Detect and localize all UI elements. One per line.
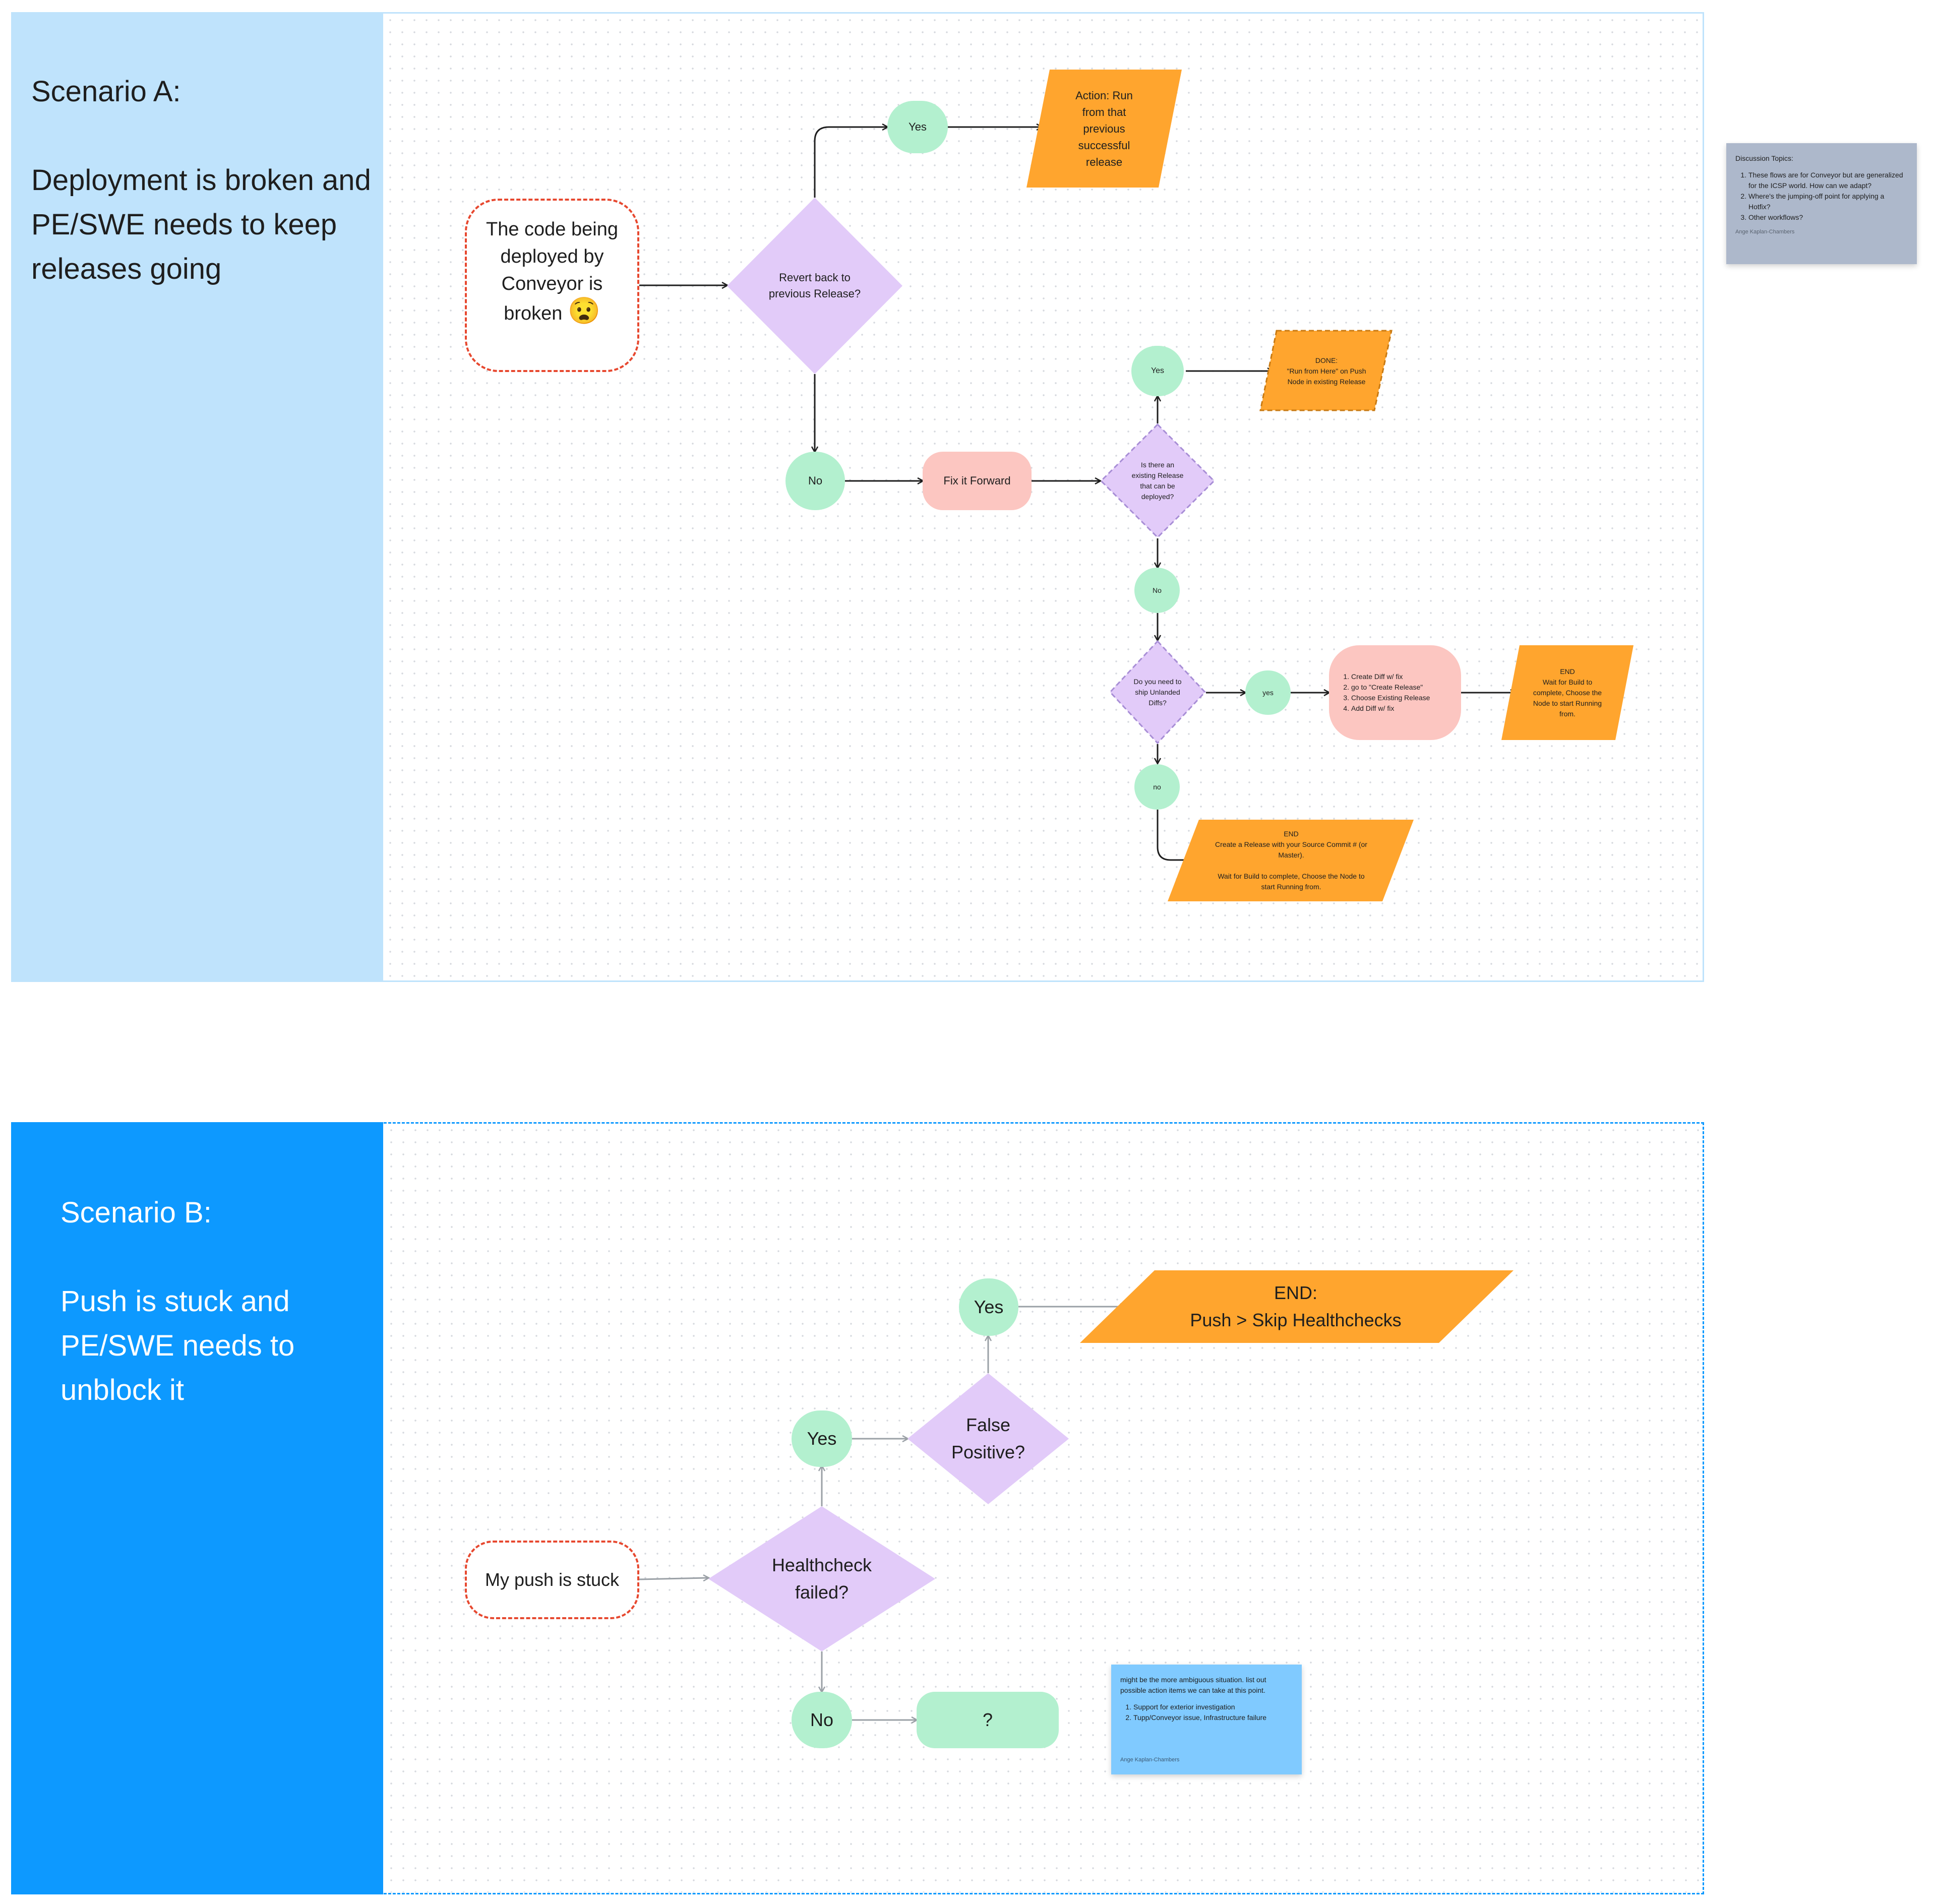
- existing-release-decision-diamond[interactable]: [1100, 423, 1216, 539]
- scenario-b-yes-1[interactable]: Yes: [792, 1410, 852, 1467]
- scenario-a-start-text: The code being deployed by Conveyor is b…: [486, 219, 618, 324]
- end-skip-healthchecks-parallelogram[interactable]: [1080, 1270, 1514, 1343]
- connector-push-to-healthcheck: [639, 1578, 708, 1579]
- discussion-note-item: These flows are for Conveyor but are gen…: [1748, 170, 1908, 191]
- ship-unlanded-decision-label: Do you need to ship Unlanded Diffs?: [1133, 677, 1182, 707]
- step-item: Add Diff w/ fix: [1351, 703, 1430, 714]
- end-skip-healthchecks-label: END: Push > Skip Healthchecks: [1190, 1282, 1402, 1330]
- scenario-a-yes-2[interactable]: Yes: [1131, 346, 1184, 396]
- scenario-a-yes-3[interactable]: yes: [1245, 670, 1291, 715]
- scenario-a-no-1[interactable]: No: [785, 452, 845, 510]
- scenario-a-no-3[interactable]: no: [1134, 764, 1180, 810]
- ambiguous-note-item: Tupp/Conveyor issue, Infrastructure fail…: [1133, 1712, 1293, 1723]
- scenario-a-yes-1[interactable]: Yes: [887, 101, 948, 153]
- healthcheck-decision-diamond[interactable]: [708, 1506, 935, 1651]
- scenario-a-start-node[interactable]: The code being deployed by Conveyor is b…: [465, 199, 639, 372]
- step-item: Choose Existing Release: [1351, 693, 1430, 703]
- false-positive-decision-label: False Positive?: [951, 1415, 1025, 1462]
- scenario-a-heading-block: Scenario A: Deployment is broken and PE/…: [31, 70, 374, 291]
- fix-forward-node[interactable]: Fix it Forward: [923, 452, 1032, 510]
- scenario-b-heading: Scenario B:: [60, 1196, 212, 1229]
- discussion-note-item: Where's the jumping-off point for applyi…: [1748, 191, 1908, 212]
- healthcheck-decision-label: Healthcheck failed?: [771, 1555, 872, 1603]
- ambiguous-note-item: Support for exterior investigation: [1133, 1702, 1293, 1712]
- scenario-b-yes-2[interactable]: Yes: [959, 1278, 1018, 1336]
- scenario-b-heading-block: Scenario B: Push is stuck and PE/SWE nee…: [60, 1191, 363, 1412]
- scenario-a-description: Deployment is broken and PE/SWE needs to…: [31, 164, 371, 285]
- scenario-a-sidebar: [11, 12, 383, 982]
- scenario-b-canvas: [385, 1124, 1702, 1892]
- create-diff-steps-node[interactable]: Create Diff w/ fix go to "Create Release…: [1329, 645, 1461, 740]
- discussion-note-item: Other workflows?: [1748, 212, 1908, 223]
- discussion-note-title: Discussion Topics:: [1735, 154, 1793, 162]
- action-run-parallelogram[interactable]: [1026, 70, 1182, 188]
- scenario-b-description: Push is stuck and PE/SWE needs to unbloc…: [60, 1285, 295, 1406]
- ship-unlanded-decision-diamond[interactable]: [1109, 640, 1206, 745]
- worried-face-icon: 😧: [568, 296, 600, 326]
- done-run-from-here-parallelogram[interactable]: [1259, 330, 1393, 411]
- discussion-topics-note[interactable]: Discussion Topics: These flows are for C…: [1726, 143, 1917, 264]
- scenario-a-no-2[interactable]: No: [1134, 568, 1180, 613]
- end-create-release-label: END Create a Release with your Source Co…: [1215, 830, 1367, 891]
- step-item: go to "Create Release": [1351, 682, 1430, 693]
- action-run-label: Action: Run from that previous successfu…: [1075, 89, 1133, 168]
- end-wait-build-label: END Wait for Build to complete, Choose t…: [1533, 667, 1602, 718]
- connector-no-to-end-create: [1157, 810, 1195, 860]
- end-create-release-parallelogram[interactable]: [1168, 820, 1414, 901]
- ambiguous-note-author: Ange Kaplan-Chambers: [1120, 1757, 1180, 1763]
- ambiguous-note-text: might be the more ambiguous situation. l…: [1120, 1676, 1266, 1694]
- scenario-a-heading: Scenario A:: [31, 75, 181, 108]
- step-item: Create Diff w/ fix: [1351, 671, 1430, 682]
- end-wait-build-parallelogram[interactable]: [1501, 645, 1634, 740]
- ambiguous-situation-note[interactable]: might be the more ambiguous situation. l…: [1111, 1665, 1302, 1774]
- done-run-from-here-label: DONE: "Run from Here" on Push Node in ex…: [1287, 356, 1366, 386]
- existing-release-decision-label: Is there an existing Release that can be…: [1131, 461, 1184, 501]
- scenario-b-start-node[interactable]: My push is stuck: [465, 1541, 639, 1619]
- revert-decision-diamond[interactable]: [727, 198, 902, 374]
- scenario-b-sidebar: [11, 1122, 383, 1894]
- connector-revert-to-yes: [814, 127, 887, 198]
- scenario-b-no-1[interactable]: No: [792, 1692, 852, 1748]
- revert-decision-label: Revert back to previous Release?: [768, 271, 861, 300]
- discussion-note-author: Ange Kaplan-Chambers: [1735, 229, 1795, 235]
- false-positive-decision-diamond[interactable]: [908, 1373, 1069, 1504]
- unknown-action-node[interactable]: ?: [917, 1692, 1059, 1748]
